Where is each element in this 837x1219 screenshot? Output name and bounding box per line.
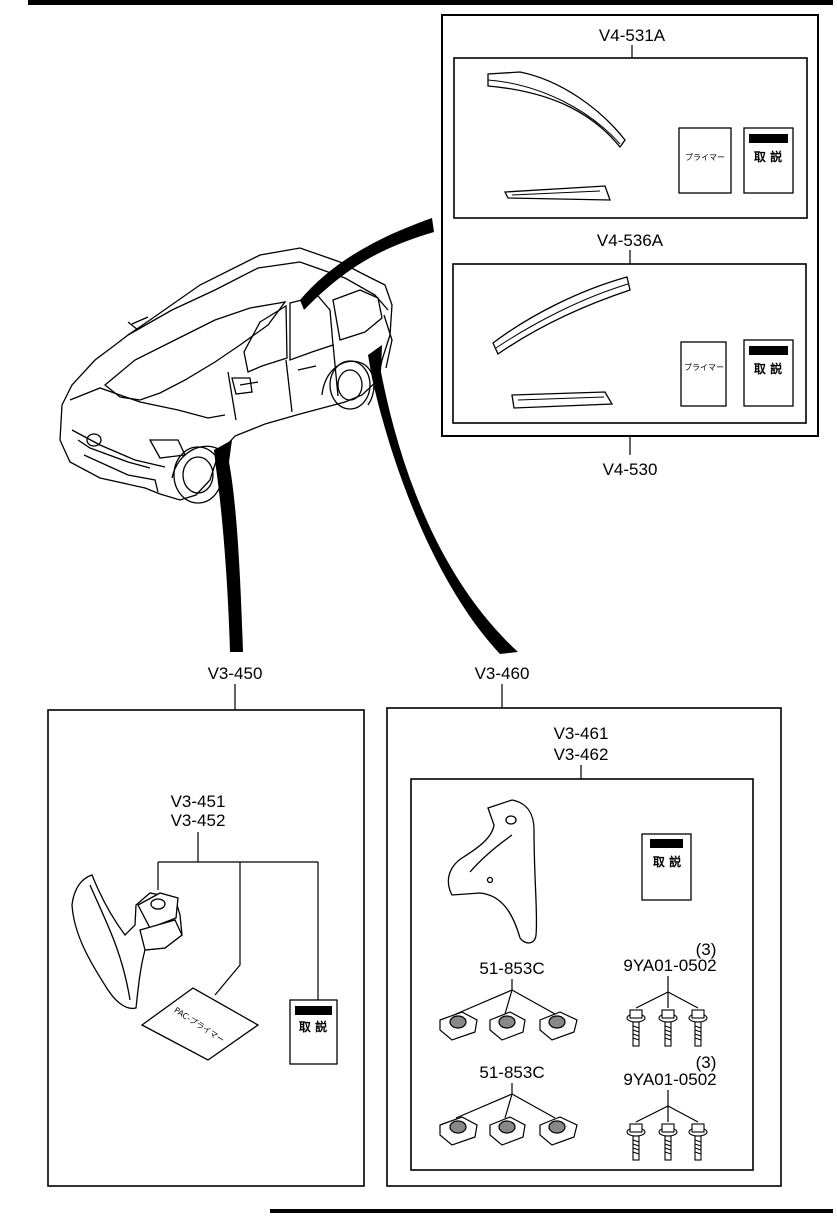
manual-card-536a-text: 取 説: [754, 361, 782, 376]
primer-card-536a: [680, 341, 727, 407]
clip-nut: [439, 1116, 478, 1146]
pac-primer-sheet: [140, 987, 260, 1061]
front-mudguard: [71, 874, 183, 1010]
v3-460-box: [386, 707, 782, 1187]
label-bolt-2: 9YA01-0502: [623, 1070, 716, 1089]
v4-536a-box: [452, 263, 807, 424]
visor-long-531a: [487, 71, 626, 149]
label-v3-460: V3-460: [475, 664, 530, 683]
v3-450-box: [47, 709, 365, 1187]
top-border: [28, 0, 833, 5]
label-v3-452: V3-452: [171, 811, 226, 830]
primer-card-536a-text: プライマー: [684, 363, 724, 372]
label-clip-1: 51-853C: [479, 959, 544, 978]
bottom-border: [270, 1209, 833, 1213]
manual-card-450-text: 取 説: [299, 1019, 327, 1034]
label-bolt-1: 9YA01-0502: [623, 956, 716, 975]
clip-nut: [539, 1011, 578, 1041]
primer-card-531a: [678, 127, 732, 194]
clip-nut: [489, 1116, 526, 1146]
bolt: [626, 1123, 646, 1161]
bolt: [658, 1123, 678, 1161]
arrow-front-mudguard: [214, 440, 243, 652]
bolt: [658, 1009, 678, 1047]
manual-card-460-text: 取 説: [653, 854, 681, 869]
label-v4-530: V4-530: [603, 460, 658, 479]
clip-nut: [539, 1116, 578, 1146]
rear-mudguard: [447, 799, 538, 944]
label-qty-1: (3): [696, 940, 717, 959]
visor-short-536a: [511, 391, 614, 409]
v4-531a-box: [453, 57, 808, 219]
label-clip-2: 51-853C: [479, 1063, 544, 1082]
bolt: [688, 1009, 708, 1047]
label-v3-450: V3-450: [208, 664, 263, 683]
label-v4-536a: V4-536A: [597, 231, 664, 250]
label-v4-531a: V4-531A: [599, 26, 666, 45]
manual-card-531a-text: 取 説: [754, 149, 782, 164]
arrow-visor: [300, 218, 434, 310]
label-v3-451: V3-451: [171, 792, 226, 811]
bolt: [626, 1009, 646, 1047]
clip-nut: [439, 1011, 478, 1041]
primer-card-531a-text: プライマー: [685, 153, 725, 162]
label-qty-2: (3): [696, 1053, 717, 1072]
v3-461-inner-box: [410, 778, 754, 1171]
clip-nut: [489, 1011, 526, 1041]
label-v3-461: V3-461: [554, 724, 609, 743]
visor-long-536a: [492, 276, 631, 355]
label-v3-462: V3-462: [554, 745, 609, 764]
bolt: [688, 1123, 708, 1161]
